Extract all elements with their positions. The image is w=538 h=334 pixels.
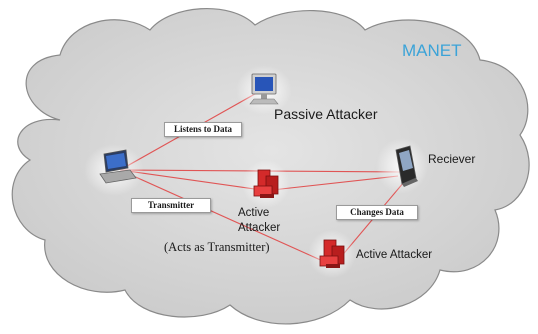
laptop-icon (84, 144, 144, 196)
changes-data-label: Changes Data (336, 205, 418, 220)
active-attacker-2-label: Active Attacker (356, 249, 433, 261)
attacker-computer-icon (242, 160, 290, 208)
receiver-label: Reciever (428, 152, 476, 166)
link-active1-receiver (271, 175, 399, 191)
monitor-icon (236, 65, 292, 115)
pda-icon (376, 138, 428, 194)
attacker-computer-icon (308, 230, 356, 278)
network-label: MANET (402, 41, 462, 60)
passive-attacker-label: Passive Attacker (274, 106, 378, 122)
active-attacker-note: (Acts as Transmitter) (164, 240, 270, 254)
transmitter-label: Transmitter (131, 198, 211, 213)
active-attacker-label: Active Attacker (238, 207, 281, 234)
link-transmitter-active2 (119, 169, 326, 263)
listens-to-data-label: Listens to Data (164, 122, 242, 137)
